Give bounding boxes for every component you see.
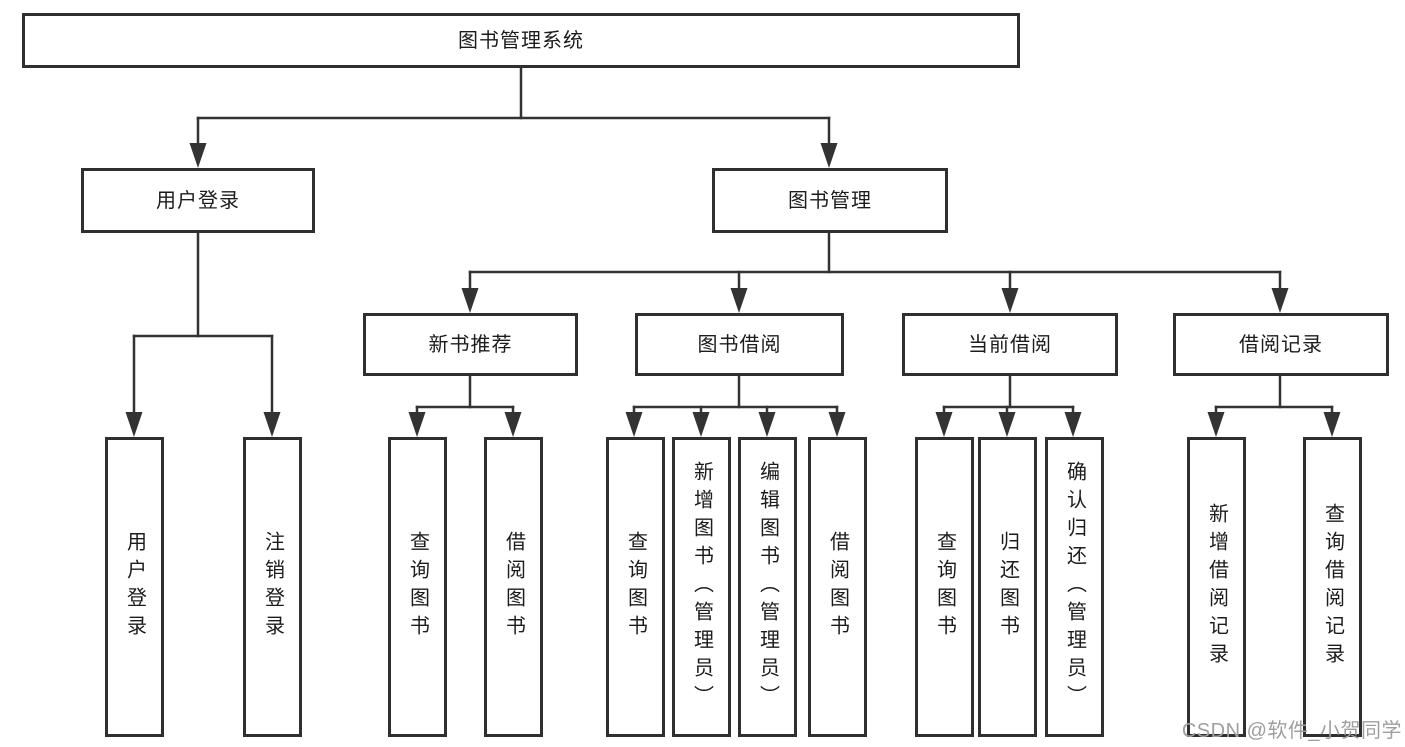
node-user-login: 用户登录 — [81, 168, 315, 233]
node-borrow-records: 借阅记录 — [1173, 313, 1389, 376]
node-book-management: 图书管理 — [712, 168, 948, 233]
leaf-add-book-admin: 新增图书（管理员） — [672, 437, 731, 737]
node-new-book-recommend: 新书推荐 — [363, 313, 578, 376]
arrowheads — [125, 143, 1341, 437]
node-book-borrow: 图书借阅 — [635, 313, 844, 376]
leaf-add-borrow-record: 新增借阅记录 — [1187, 437, 1246, 737]
leaf-borrow-books-recommend: 借阅图书 — [484, 437, 543, 737]
node-current-borrow: 当前借阅 — [902, 313, 1118, 376]
leaf-query-books-current: 查询图书 — [915, 437, 974, 737]
leaf-confirm-return-admin: 确认归还（管理员） — [1045, 437, 1104, 737]
node-root-system: 图书管理系统 — [22, 13, 1020, 68]
leaf-query-books-borrow: 查询图书 — [606, 437, 665, 737]
leaf-borrow-books: 借阅图书 — [808, 437, 867, 737]
leaf-edit-book-admin: 编辑图书（管理员） — [738, 437, 797, 737]
csdn-watermark: CSDN @软件_小贺同学 — [1181, 720, 1402, 742]
leaf-query-books-recommend: 查询图书 — [388, 437, 447, 737]
leaf-return-book: 归还图书 — [978, 437, 1037, 737]
leaf-query-borrow-record: 查询借阅记录 — [1303, 437, 1362, 737]
leaf-user-login: 用户登录 — [105, 437, 164, 737]
leaf-logout: 注销登录 — [243, 437, 302, 737]
